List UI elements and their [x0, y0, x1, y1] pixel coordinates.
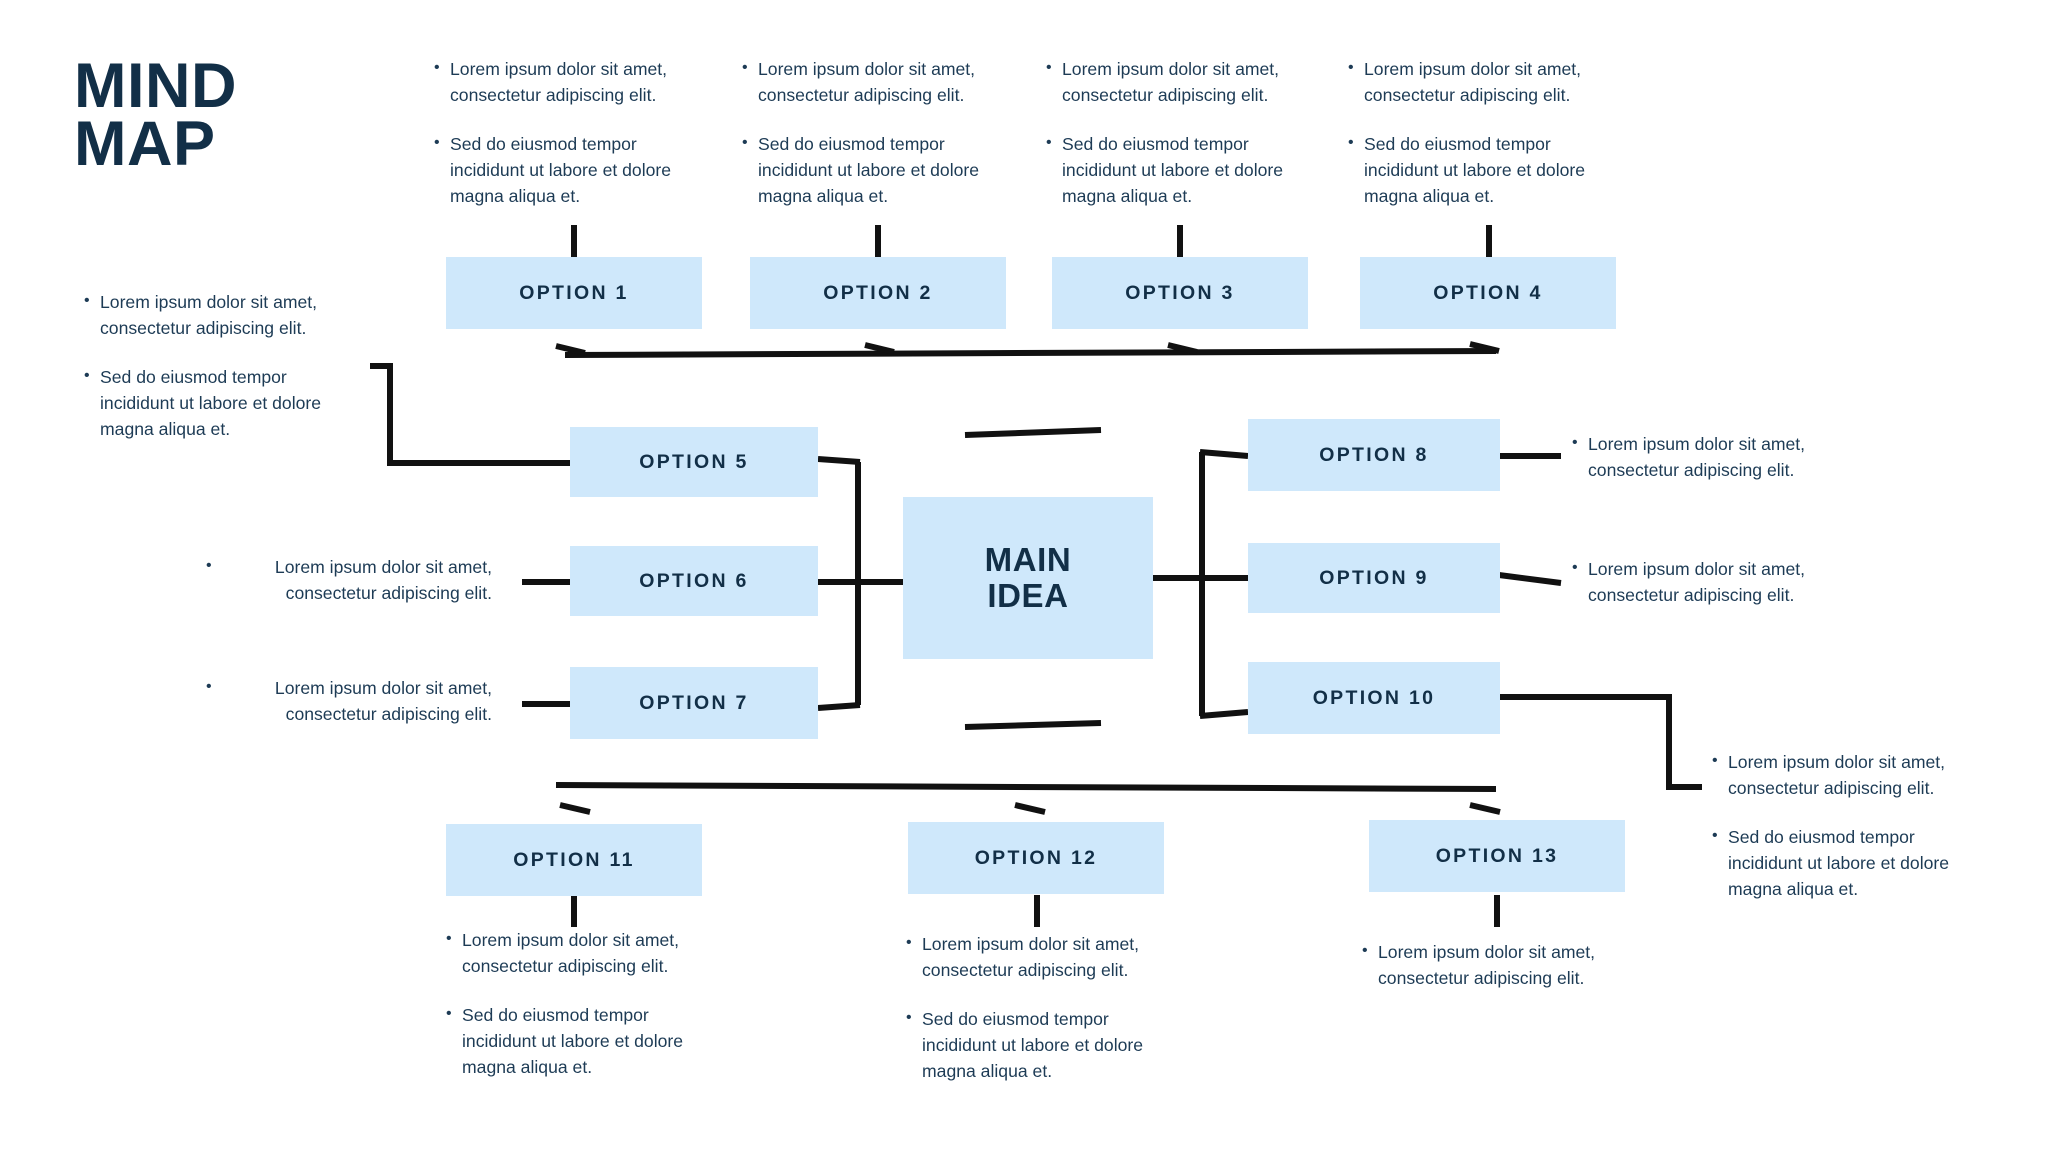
annotation-top-1: Lorem ipsum dolor sit amet, consectetur …: [434, 56, 714, 209]
bullet: Lorem ipsum dolor sit amet, consectetur …: [446, 927, 724, 979]
bullet: Lorem ipsum dolor sit amet, consectetur …: [1046, 56, 1314, 108]
connector-inner-left-arm7: [817, 702, 861, 711]
node-option6[interactable]: OPTION 6: [570, 546, 818, 616]
bullet: Sed do eiusmod tempor incididunt ut labo…: [84, 364, 364, 442]
node-option2[interactable]: OPTION 2: [750, 257, 1006, 329]
annotation-left-7: Lorem ipsum dolor sit amet, consectetur …: [206, 675, 492, 727]
connector-top-spine: [564, 348, 1497, 358]
connector-bottom11-tick: [559, 802, 591, 815]
bullet: Lorem ipsum dolor sit amet, consectetur …: [1362, 939, 1640, 991]
bullet: Sed do eiusmod tempor incididunt ut labo…: [1712, 824, 1992, 902]
page-title: MIND MAP: [74, 51, 237, 179]
connector-main-bottom-stub: [964, 720, 1102, 730]
connector-top4-tick: [1469, 341, 1500, 354]
connector-top1-tick: [555, 343, 586, 356]
annotation-bottom-12: Lorem ipsum dolor sit amet, consectetur …: [906, 931, 1184, 1084]
bullet: Sed do eiusmod tempor incididunt ut labo…: [906, 1006, 1184, 1084]
bullet: Sed do eiusmod tempor incididunt ut labo…: [1348, 131, 1620, 209]
node-main-idea[interactable]: MAIN IDEA: [903, 497, 1153, 659]
node-option11[interactable]: OPTION 11: [446, 824, 702, 896]
connector-inner-right-arm10: [1199, 709, 1249, 719]
node-option4[interactable]: OPTION 4: [1360, 257, 1616, 329]
bullet: Sed do eiusmod tempor incididunt ut labo…: [434, 131, 714, 209]
node-option1[interactable]: OPTION 1: [446, 257, 702, 329]
connector-bottom12-tick: [1014, 802, 1046, 815]
bullet: Lorem ipsum dolor sit amet, consectetur …: [84, 289, 364, 341]
connector-main-top-stub: [964, 427, 1102, 438]
connector-top3-tick: [1167, 342, 1198, 355]
connector-inner-right-arm8: [1199, 449, 1249, 459]
node-option3[interactable]: OPTION 3: [1052, 257, 1308, 329]
bullet: Sed do eiusmod tempor incididunt ut labo…: [1046, 131, 1314, 209]
bullet: Lorem ipsum dolor sit amet, consectetur …: [1572, 431, 1862, 483]
annotation-top-4: Lorem ipsum dolor sit amet, consectetur …: [1348, 56, 1620, 209]
bullet: Lorem ipsum dolor sit amet, consectetur …: [1712, 749, 1992, 801]
node-option7[interactable]: OPTION 7: [570, 667, 818, 739]
bullet: Lorem ipsum dolor sit amet, consectetur …: [1572, 556, 1862, 608]
node-option5[interactable]: OPTION 5: [570, 427, 818, 497]
node-option12[interactable]: OPTION 12: [908, 822, 1164, 894]
bullet: Lorem ipsum dolor sit amet, consectetur …: [206, 675, 492, 727]
connector-inner-left-arm5: [817, 456, 861, 465]
bullet: Lorem ipsum dolor sit amet, consectetur …: [206, 554, 492, 606]
annotation-right-9: Lorem ipsum dolor sit amet, consectetur …: [1572, 556, 1862, 608]
node-option8[interactable]: OPTION 8: [1248, 419, 1500, 491]
bullet: Sed do eiusmod tempor incididunt ut labo…: [446, 1002, 724, 1080]
node-option10[interactable]: OPTION 10: [1248, 662, 1500, 734]
connector-bottom13-tick: [1469, 802, 1501, 815]
bullet: Sed do eiusmod tempor incididunt ut labo…: [742, 131, 1022, 209]
connector-right9-stub: [1498, 572, 1562, 586]
connector-bottom-spine: [555, 782, 1497, 792]
annotation-top-3: Lorem ipsum dolor sit amet, consectetur …: [1046, 56, 1314, 209]
annotation-top-2: Lorem ipsum dolor sit amet, consectetur …: [742, 56, 1022, 209]
node-option13[interactable]: OPTION 13: [1369, 820, 1625, 892]
node-option9[interactable]: OPTION 9: [1248, 543, 1500, 613]
annotation-left-6: Lorem ipsum dolor sit amet, consectetur …: [206, 554, 492, 606]
annotation-bottom-13: Lorem ipsum dolor sit amet, consectetur …: [1362, 939, 1640, 991]
bullet: Lorem ipsum dolor sit amet, consectetur …: [434, 56, 714, 108]
bullet: Lorem ipsum dolor sit amet, consectetur …: [906, 931, 1184, 983]
connector-top2-tick: [864, 342, 895, 355]
annotation-right-8: Lorem ipsum dolor sit amet, consectetur …: [1572, 431, 1862, 483]
annotation-bottom-11: Lorem ipsum dolor sit amet, consectetur …: [446, 927, 724, 1080]
bullet: Lorem ipsum dolor sit amet, consectetur …: [1348, 56, 1620, 108]
annotation-left-5: Lorem ipsum dolor sit amet, consectetur …: [84, 289, 364, 442]
bullet: Lorem ipsum dolor sit amet, consectetur …: [742, 56, 1022, 108]
annotation-right-10: Lorem ipsum dolor sit amet, consectetur …: [1712, 749, 1992, 902]
